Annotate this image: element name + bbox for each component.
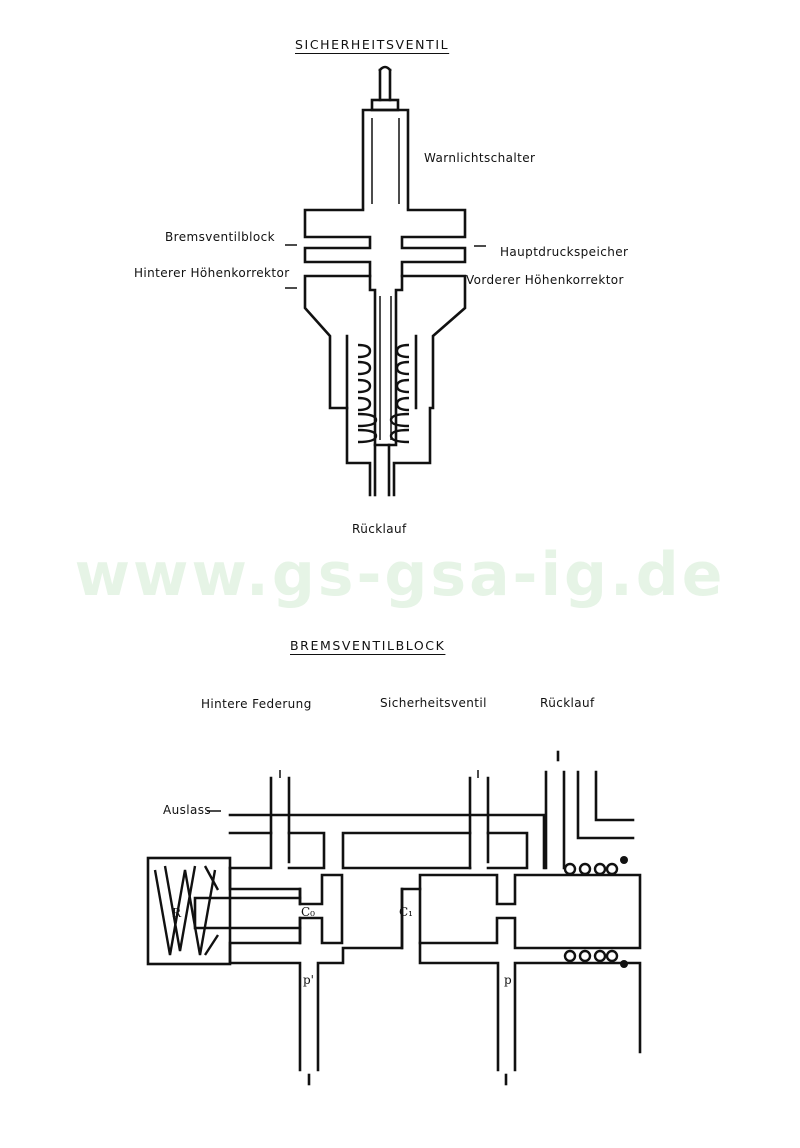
label-hinterer-hoehenkorrektor: Hinterer Höhenkorrektor — [134, 266, 290, 280]
label-p: p — [504, 973, 512, 987]
label-sicherheitsventil: Sicherheitsventil — [380, 696, 487, 710]
label-auslass: Auslass — [163, 803, 212, 817]
chamber-r — [146, 856, 232, 966]
spring-coil-left — [357, 343, 378, 444]
label-hintere-federung: Hintere Federung — [201, 697, 312, 711]
spring-coil-right — [389, 343, 410, 444]
spring-right-bottom — [563, 949, 628, 968]
label-r: R — [172, 906, 182, 920]
label-vorderer-hoehenkorrektor: Vorderer Höhenkorrektor — [466, 273, 624, 287]
switch-pin — [378, 65, 392, 102]
label-ruecklauf-top: Rücklauf — [352, 522, 407, 536]
spring-right-top — [563, 856, 628, 876]
title-bremsventilblock: BREMSVENTILBLOCK — [290, 638, 446, 653]
label-c1: C₁ — [399, 905, 413, 919]
label-hauptdruckspeicher: Hauptdruckspeicher — [500, 245, 629, 259]
label-warnlichtschalter: Warnlichtschalter — [424, 151, 536, 165]
switch-nut — [370, 98, 400, 112]
piston-r — [193, 896, 302, 930]
valve-bore — [345, 334, 418, 410]
watermark: www.gs-gsa-ig.de — [74, 540, 726, 610]
auslass-channel — [228, 813, 546, 870]
title-sicherheitsventil: SICHERHEITSVENTIL — [295, 37, 450, 52]
warnlicht-switch-body — [361, 108, 410, 210]
piston — [368, 274, 404, 447]
valve-body-outline — [303, 208, 467, 497]
spring-r — [153, 865, 220, 956]
label-ruecklauf-bottom: Rücklauf — [540, 696, 595, 710]
label-p-prime: p' — [303, 973, 314, 987]
label-bremsventilblock: Bremsventilblock — [165, 230, 275, 244]
label-c0: C₀ — [301, 905, 315, 919]
